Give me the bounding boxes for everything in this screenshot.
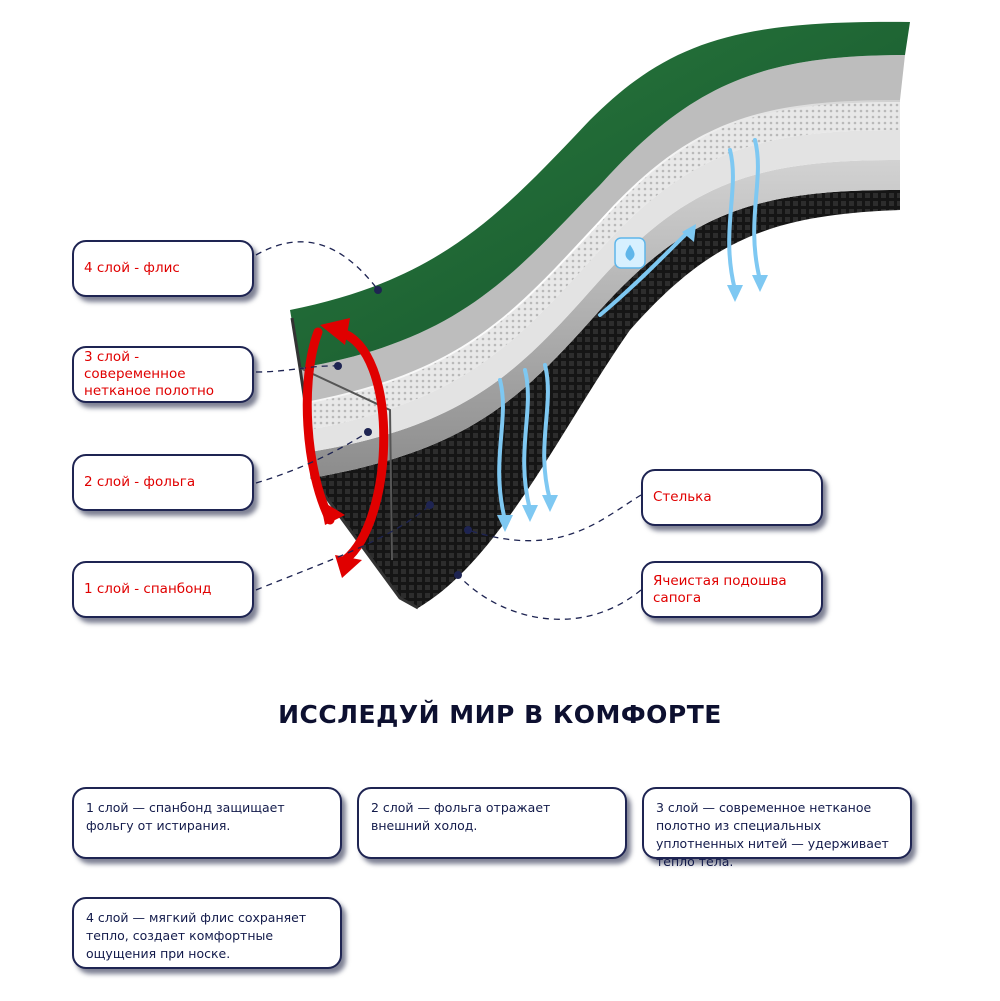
marker-dot [364, 428, 372, 436]
page-title: ИССЛЕДУЙ МИР В КОМФОРТЕ [278, 700, 722, 729]
layer1-spunbond [308, 130, 900, 452]
layer3-nonwoven [300, 55, 905, 402]
label-layer2-text: 2 слой - фольга [84, 474, 196, 490]
info-box-layer3-text: 3 слой — современное нетканое полотно из… [656, 800, 889, 869]
marker-dot [454, 571, 462, 579]
label-sole-text: Ячеистая подошва сапога [653, 572, 787, 606]
label-layer2: 2 слой - фольга [72, 454, 254, 511]
info-box-layer3: 3 слой — современное нетканое полотно из… [642, 787, 912, 869]
info-box-layer4-text: 4 слой — мягкий флис сохраняет тепло, со… [86, 910, 307, 961]
heat-arrows [302, 327, 389, 565]
water-drop-icon [614, 237, 646, 269]
info-box-layer2: 2 слой — фольга отражает внешний холод. [357, 787, 627, 859]
insole-layer [310, 160, 900, 478]
sole-layer [312, 190, 900, 608]
label-insole-text: Стелька [653, 489, 712, 505]
label-insole: Стелька [641, 469, 823, 526]
label-layer1: 1 слой - спанбонд [72, 561, 254, 618]
label-layer4-text: 4 слой - флис [84, 260, 180, 276]
label-sole: Ячеистая подошва сапога [641, 561, 823, 618]
insole-layers-illustration [255, 21, 910, 620]
marker-dot [464, 526, 472, 534]
info-box-layer2-text: 2 слой — фольга отражает внешний холод. [371, 800, 551, 833]
marker-dot [334, 362, 342, 370]
layer4-fleece [290, 21, 910, 369]
marker-dot [374, 286, 382, 294]
label-layer1-text: 1 слой - спанбонд [84, 581, 212, 597]
airflow-arrows [497, 138, 762, 522]
label-layer4: 4 слой - флис [72, 240, 254, 297]
label-layer3: 3 слой - совеременное нетканое полотно [72, 346, 254, 403]
info-box-layer1-text: 1 слой — спанбонд защищает фольгу от ист… [86, 800, 285, 833]
info-box-layer1: 1 слой — спанбонд защищает фольгу от ист… [72, 787, 342, 859]
info-box-layer4: 4 слой — мягкий флис сохраняет тепло, со… [72, 897, 342, 969]
label-layer3-text: 3 слой - совеременное нетканое полотно [84, 349, 215, 399]
marker-dot [426, 501, 434, 509]
